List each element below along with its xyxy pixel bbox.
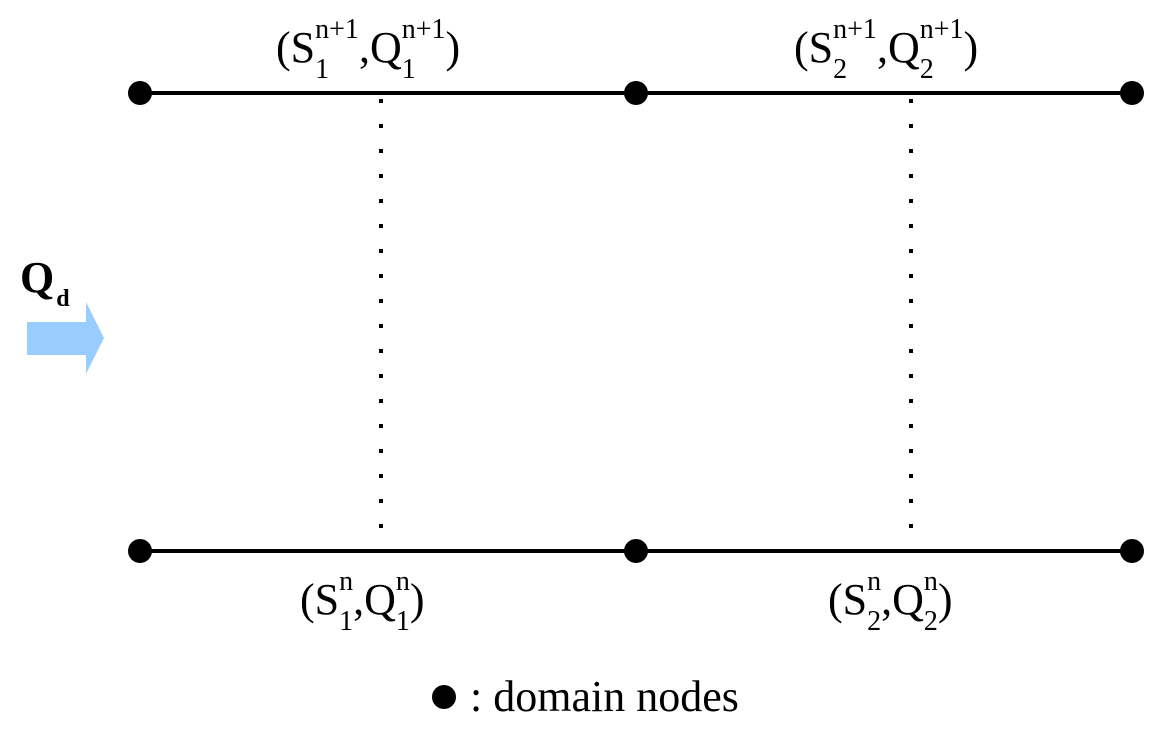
domain-node-bottom-1	[128, 539, 152, 563]
inflow-indicator: Qd	[20, 253, 104, 374]
legend: : domain nodes	[432, 672, 739, 721]
cell-2-old-state-label: (S2n,Q2n)	[828, 566, 953, 637]
legend-text: : domain nodes	[470, 672, 739, 721]
domain-node-top-1	[128, 81, 152, 105]
domain-node-bottom-3	[1120, 539, 1144, 563]
cell-1-new-state-label: (S1n+1,Q1n+1)	[276, 14, 460, 85]
cell-2-new-state-label: (S2n+1,Q2n+1)	[794, 14, 978, 85]
domain-node-top-3	[1120, 81, 1144, 105]
legend-node-icon	[432, 685, 456, 709]
domain-node-top-2	[624, 81, 648, 105]
svg-text:Qd: Qd	[20, 253, 70, 312]
inflow-label: Q	[20, 253, 54, 302]
inflow-label-subscript: d	[56, 286, 70, 312]
domain-nodes	[128, 81, 1144, 563]
cell-1-old-state-label: (S1n,Q1n)	[300, 566, 425, 637]
inflow-arrow-icon	[27, 302, 104, 374]
domain-node-bottom-2	[624, 539, 648, 563]
